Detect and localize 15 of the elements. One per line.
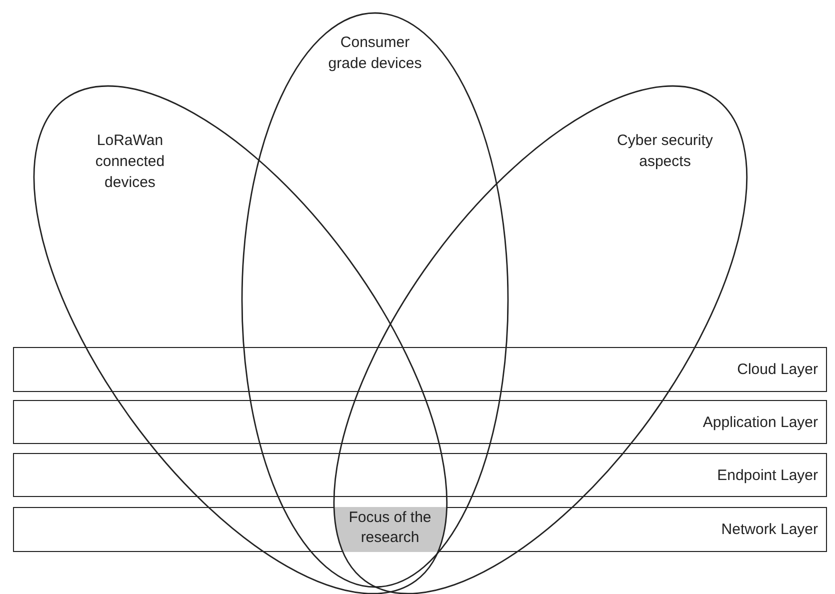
layer-label: Application Layer [702,412,818,432]
layer-label: Cloud Layer [737,360,818,380]
set-label: Consumer grade devices [327,33,423,74]
layer-band [13,347,827,392]
layer-label: Network Layer [721,520,818,540]
layer-label: Endpoint Layer [717,466,818,486]
set-ellipse [34,86,446,594]
set-label: LoRaWan connected devices [94,130,166,193]
set-ellipse [242,13,508,587]
focus-region [334,507,446,552]
layer-band [13,507,827,552]
layer-band [13,453,827,497]
set-label: Cyber security aspects [616,130,714,172]
layer-band [13,400,827,444]
focus-label: Focus of the research [348,508,432,548]
